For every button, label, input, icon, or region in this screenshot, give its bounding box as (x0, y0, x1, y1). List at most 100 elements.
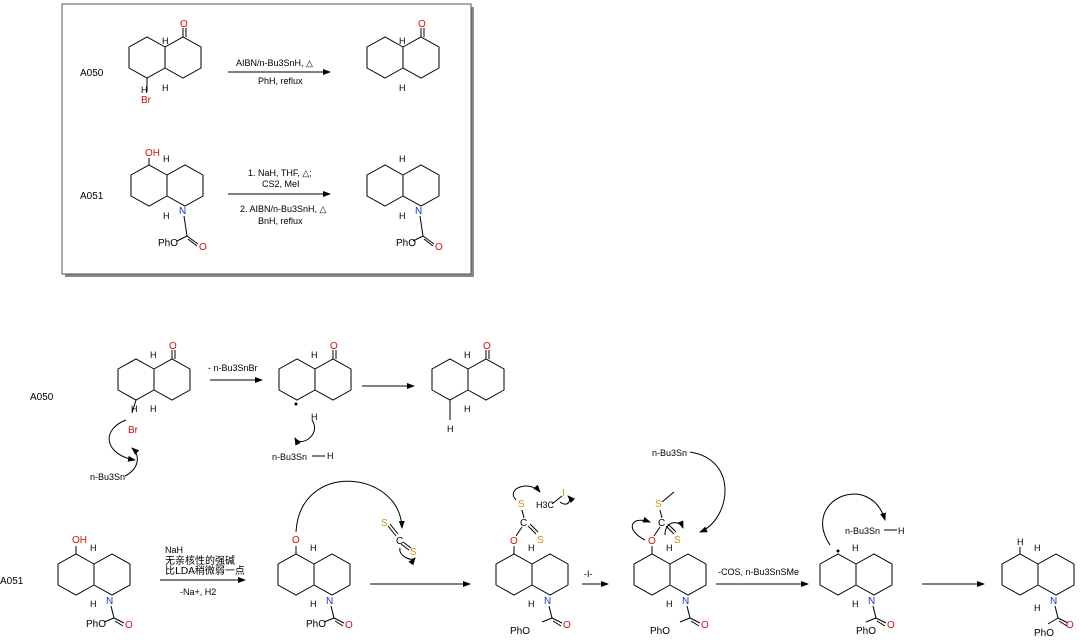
mech51-cs2: S C S (381, 518, 417, 558)
svg-text:S: S (537, 535, 544, 546)
mech50-radical: O H H (278, 341, 352, 422)
svg-text:O: O (125, 620, 133, 631)
mech51-note-2: 比LDA稍微弱一点 (165, 564, 245, 577)
svg-text:S: S (674, 535, 681, 546)
svg-text:N: N (544, 596, 551, 607)
svg-text:H: H (1017, 537, 1024, 547)
svg-text:PhO: PhO (650, 626, 670, 637)
svg-text:O: O (330, 341, 338, 352)
svg-text:H: H (150, 404, 157, 414)
svg-text:O: O (701, 620, 709, 631)
svg-text:O: O (292, 535, 300, 546)
mech51-note-1: 无亲核性的强碱 (165, 554, 235, 567)
mech51-mei-c: H3C (536, 500, 555, 510)
svg-text:H: H (162, 83, 169, 93)
mech51-curly-h-transfer (822, 493, 886, 546)
mech50-curly-1 (108, 419, 136, 462)
box-a051-cond-4: BnH, reflux (258, 216, 303, 226)
svg-text:S: S (655, 499, 662, 510)
svg-text:PhO: PhO (396, 238, 416, 249)
svg-text:H: H (399, 83, 406, 93)
mech51-curly-cs2 (399, 547, 416, 566)
svg-text:H: H (666, 599, 673, 609)
svg-text:N: N (868, 596, 875, 607)
svg-text:H: H (1034, 543, 1041, 553)
svg-text:H: H (1034, 603, 1041, 613)
svg-text:H: H (90, 599, 97, 609)
mech50-curly-2 (124, 447, 140, 477)
svg-text:C: C (658, 518, 665, 529)
mech51-curly-co (632, 516, 651, 541)
mech51-sn-h: n-Bu3Sn (845, 526, 880, 536)
svg-text:S: S (518, 499, 525, 510)
svg-text:OH: OH (145, 148, 160, 159)
svg-text:H: H (163, 154, 170, 164)
svg-text:H: H (399, 211, 406, 221)
mech51-nah: NaH (165, 545, 183, 555)
mech51-label: A051 (0, 576, 24, 587)
mech51-minus-na: -Na+, H2 (180, 587, 216, 597)
svg-text:N: N (682, 596, 689, 607)
svg-text:H: H (852, 599, 859, 609)
svg-text:H: H (447, 424, 454, 434)
svg-text:N: N (415, 206, 422, 217)
box-a050-cond-bottom: PhH, reflux (258, 76, 303, 86)
mech50-snh-h: H (327, 451, 334, 461)
svg-text:PhO: PhO (1034, 628, 1054, 639)
svg-text:H: H (90, 543, 97, 553)
svg-text:H: H (464, 350, 471, 360)
box-a050-reactant: O H H Br H (128, 19, 202, 106)
mech50-product: O H H H (431, 341, 505, 434)
svg-text:C: C (520, 518, 527, 529)
mech51-smethyl-xanthate: O C S S H H N O PhO (633, 491, 709, 637)
mech51-minus-cos: -COS, n-Bu3SnSMe (718, 567, 799, 577)
svg-text:H: H (852, 543, 859, 553)
box-a051-cond-1: 1. NaH, THF, △; (248, 168, 312, 178)
mech51-curly-i (559, 495, 576, 505)
svg-text:O: O (169, 341, 177, 352)
svg-text:O: O (510, 536, 518, 547)
box-a050-product: O H H (366, 19, 440, 93)
mech50-label: A050 (30, 392, 54, 403)
svg-text:H: H (528, 543, 535, 553)
mech50-reactant: O H H Br H (117, 341, 191, 436)
svg-text:S: S (381, 518, 388, 529)
mech51-curly-attack (295, 480, 405, 533)
box-a051-product: H H N O PhO (366, 154, 443, 253)
svg-text:O: O (345, 620, 353, 631)
mech51-sn-h-h: H (898, 526, 905, 536)
svg-text:O: O (1066, 620, 1074, 631)
svg-text:N: N (106, 596, 113, 607)
svg-text:N: N (1050, 596, 1057, 607)
mech51-curly-sn-top (689, 451, 726, 533)
svg-text:Br: Br (128, 425, 139, 436)
mech51-curly-s (512, 484, 541, 501)
mech50-curly-3 (294, 419, 315, 446)
svg-text:O: O (483, 341, 491, 352)
summary-box (61, 3, 472, 275)
svg-text:H: H (464, 404, 471, 414)
svg-text:H: H (162, 36, 169, 46)
mech51-sn-top: n-Bu3Sn (652, 448, 687, 458)
svg-text:O: O (199, 242, 207, 253)
svg-text:O: O (648, 536, 656, 547)
mech51-curly-cs (664, 520, 684, 536)
svg-text:S: S (410, 547, 417, 558)
svg-text:H: H (150, 350, 157, 360)
svg-text:H: H (141, 85, 148, 95)
box-a050-label: A050 (80, 68, 104, 79)
box-a051-reactant: OH H H N O PhO (130, 148, 207, 253)
svg-text:H: H (666, 543, 673, 553)
svg-text:PhO: PhO (158, 238, 178, 249)
svg-text:O: O (418, 19, 426, 30)
svg-text:H: H (399, 154, 406, 164)
mech51-xanthate: O C S S H H N O PhO (495, 499, 571, 637)
mech50-step-cond: - n-Bu3SnBr (208, 363, 258, 373)
mech51-radical: H H N O PhO (819, 543, 895, 637)
svg-text:H: H (131, 404, 138, 414)
svg-text:PhO: PhO (306, 619, 326, 630)
box-a050-cond-top: AIBN/n-Bu3SnH, △ (236, 58, 313, 68)
mech50-sn-reagent: n-Bu3Sn (90, 472, 125, 482)
box-a051-cond-2: CS2, MeI (262, 179, 300, 189)
mech51-minus-i: -I- (584, 569, 593, 579)
